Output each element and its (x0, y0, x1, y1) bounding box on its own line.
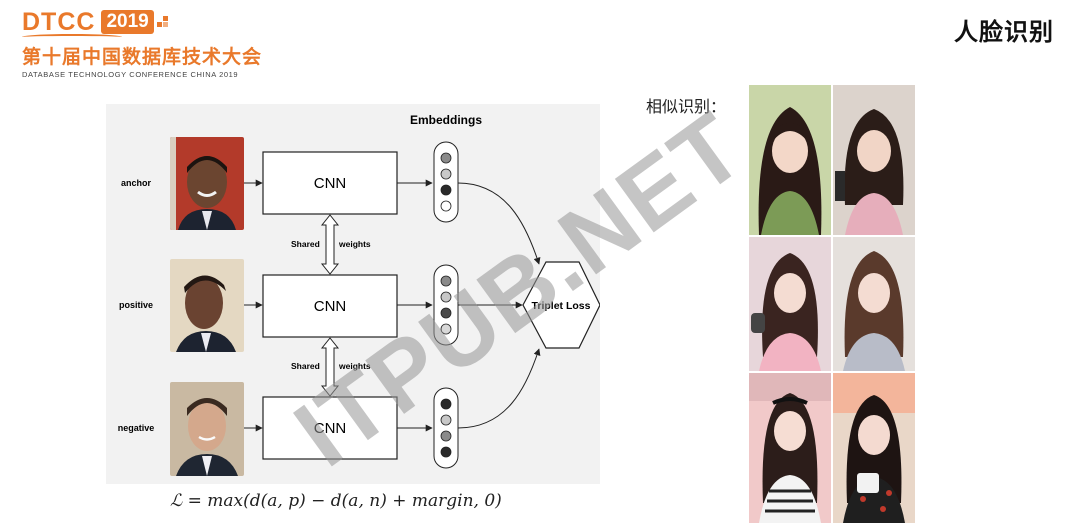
weights-label-2: weights (338, 361, 371, 371)
similar-face-photo (833, 373, 915, 523)
logo-tagline: DATABASE TECHNOLOGY CONFERENCE CHINA 201… (22, 70, 239, 79)
cnn-box-negative (262, 396, 398, 460)
row-label-anchor: anchor (121, 178, 152, 188)
similar-face-photo (833, 237, 915, 371)
similar-face-photo (749, 373, 831, 523)
similar-recognition-label: 相似识别： (646, 97, 727, 116)
logo-dots-icon (156, 16, 169, 28)
cnn-label-negative: CNN (314, 420, 347, 437)
similar-face-photo (749, 85, 831, 235)
weights-label-1: weights (338, 239, 371, 249)
anchor-face-image (170, 137, 244, 230)
similar-face-photo (833, 85, 915, 235)
logo-year: 2019 (101, 10, 154, 34)
page-title: 人脸识别 (954, 18, 1054, 46)
row-label-positive: positive (119, 300, 153, 310)
cnn-box-positive (262, 274, 398, 338)
embeddings-title: Embeddings (410, 113, 482, 127)
triplet-loss-node (522, 261, 600, 349)
embedding-vector-negative (433, 387, 459, 469)
logo-swoosh (22, 34, 122, 40)
triplet-loss-formula: ℒ = max(d(a, p) − d(a, n) + margin, 0) (170, 491, 502, 511)
cnn-label-anchor: CNN (314, 175, 347, 192)
embedding-vector-anchor (433, 141, 459, 223)
triplet-diagram: Embeddings anchor positive negative CNN … (106, 104, 600, 484)
shared-label-1: Shared (291, 239, 320, 249)
shared-weights-arrow-2 (320, 337, 340, 397)
positive-face-image (170, 259, 244, 352)
similar-faces-grid (749, 85, 915, 523)
shared-weights-arrow-1 (320, 214, 340, 275)
row-label-negative: negative (118, 423, 155, 433)
logo-subtitle: 第十届中国数据库技术大会 (22, 46, 263, 68)
cnn-box-anchor (262, 151, 398, 215)
triplet-loss-label: Triplet Loss (532, 300, 591, 312)
shared-label-2: Shared (291, 361, 320, 371)
dtcc-logo: DTCC 2019 第十届中国数据库技术大会 DATABASE TECHNOLO… (22, 8, 282, 79)
negative-face-image (170, 382, 244, 476)
embedding-vector-positive (433, 264, 459, 346)
similar-face-photo (749, 237, 831, 371)
triplet-diagram-svg: Embeddings anchor positive negative CNN … (118, 113, 600, 469)
cnn-label-positive: CNN (314, 298, 347, 315)
logo-brand: DTCC (22, 7, 96, 36)
